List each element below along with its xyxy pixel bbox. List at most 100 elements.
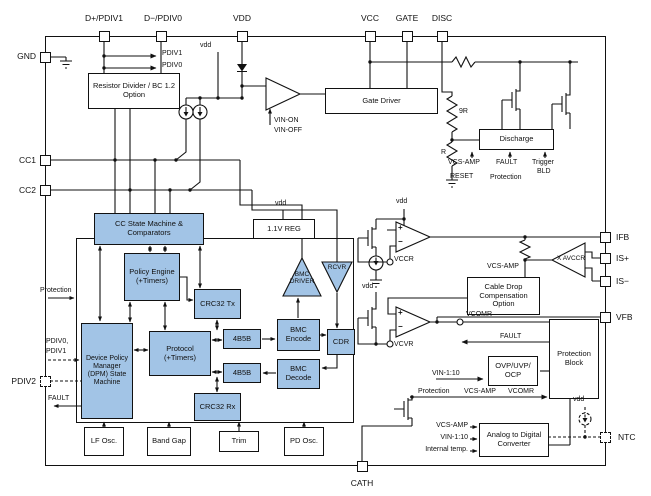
bmc-driver-label: BMC DRIVER (289, 271, 315, 286)
pin-cath (357, 461, 368, 472)
label-adc-int-temp: Internal temp. (425, 446, 468, 453)
block-cdr: CDR (327, 329, 355, 355)
pin-label-cc1: CC1 (18, 155, 36, 165)
block-band-gap: Band Gap (147, 427, 191, 456)
label-vcs-amp-sense: VCS-AMP (487, 263, 519, 270)
pin-label-gate: GATE (395, 13, 419, 23)
block-crc32-tx: CRC32 Tx (194, 289, 241, 319)
amp1-minus-label: − (398, 237, 403, 246)
block-dpm-state-machine: Device Policy Manager (DPM) State Machin… (81, 323, 133, 419)
label-pdiv0-in: PDIV0, (46, 338, 69, 345)
block-protection: Protection Block (549, 319, 599, 399)
pin-label-disc: DISC (431, 13, 453, 23)
block-bmc-decode: BMC Decode (277, 359, 320, 389)
label-vin-off: VIN-OFF (274, 127, 302, 134)
label-fault-mid: FAULT (500, 333, 522, 340)
label-vdd-amp2: vdd (362, 283, 374, 290)
vdd-diode-icon (237, 64, 247, 72)
label-fault-out: FAULT (48, 395, 70, 402)
label-vdd-top-left: vdd (200, 42, 212, 49)
label-9r: 9R (459, 108, 468, 115)
label-vccr: VCCR (394, 256, 414, 263)
label-vdd-ntc: vdd (573, 396, 585, 403)
label-discharge-bld: BLD (537, 168, 551, 175)
pin-label-ntc: NTC (618, 432, 636, 442)
label-pdiv0-tap: PDIV0 (162, 62, 183, 69)
current-sense-amp-triangle (550, 242, 586, 278)
label-discharge-trigger: Trigger (532, 159, 554, 166)
block-4b5b-decode: 4B5B (223, 363, 261, 383)
pin-label-ifb: IFB (616, 232, 630, 242)
label-bus-vcs-amp: VCS-AMP (464, 388, 496, 395)
pin-ntc (600, 432, 611, 443)
label-vin-div-ovp: VIN-1:10 (432, 370, 460, 377)
vcvr-opamp-triangle (395, 306, 432, 338)
block-bmc-encode: BMC Encode (277, 319, 320, 351)
pin-vdd (237, 31, 248, 42)
pin-d-plus-pdiv1 (99, 31, 110, 42)
block-protocol: Protocol (+Timers) (149, 331, 211, 376)
pin-label-gnd: GND (17, 51, 36, 61)
block-adc: Analog to Digital Converter (479, 423, 549, 457)
label-vdd-reg: vdd (275, 200, 287, 207)
block-gate-driver: Gate Driver (325, 88, 438, 114)
block-ovp-uvp-ocp: OVP/UVP/ OCP (488, 356, 538, 386)
vdd-comparator-triangle (265, 77, 302, 111)
pin-label-d-plus: D+/PDIV1 (84, 13, 124, 23)
rcvr-label: RCVR (327, 264, 347, 271)
pin-pdiv2 (40, 376, 51, 387)
label-pdiv1-in: PDIV1 (46, 348, 67, 355)
pin-gate (402, 31, 413, 42)
label-bus-protection: Protection (418, 388, 450, 395)
pin-gnd (40, 52, 51, 63)
label-protection-in: Protection (40, 287, 72, 294)
label-discharge-reset: RESET (450, 173, 474, 180)
amp1-plus-label: + (398, 223, 403, 232)
block-policy-engine: Policy Engine (+Timers) (124, 253, 180, 301)
pin-label-is-plus: IS+ (616, 253, 629, 263)
pin-label-d-minus: D−/PDIV0 (143, 13, 183, 23)
pin-is-plus (600, 253, 611, 264)
pin-label-cath: CATH (350, 478, 374, 488)
pin-cc1 (40, 155, 51, 166)
vccr-opamp-triangle (395, 221, 432, 253)
pin-label-cc2: CC2 (18, 185, 36, 195)
block-1v1-reg: 1.1V REG (253, 219, 315, 239)
pin-d-minus-pdiv0 (156, 31, 167, 42)
pin-label-is-minus: IS− (616, 276, 629, 286)
chip-boundary (45, 36, 606, 466)
block-pd-osc: PD Osc. (284, 427, 324, 456)
pin-ifb (600, 232, 611, 243)
label-vin-on: VIN-ON (274, 117, 299, 124)
label-discharge-vcs-amp: VCS-AMP (448, 159, 480, 166)
amp2-plus-label: + (398, 308, 403, 317)
pin-is-minus (600, 276, 611, 287)
label-discharge-fault: FAULT (496, 159, 518, 166)
bmc-driver-triangle (282, 256, 322, 297)
amp2-minus-label: − (398, 322, 403, 331)
pin-disc (437, 31, 448, 42)
pin-label-vfb: VFB (616, 312, 633, 322)
block-cc-state-machine: CC State Machine & Comparators (94, 213, 204, 245)
label-vdd-amp1: vdd (396, 198, 408, 205)
current-sense-gain-label: X AVCCR (556, 255, 586, 262)
label-adc-vcs-amp: VCS-AMP (436, 422, 468, 429)
label-vcomr: VCOMR (466, 311, 493, 318)
pin-label-vcc: VCC (361, 13, 379, 23)
block-cable-drop: Cable Drop Compensation Option (467, 277, 540, 315)
pin-vfb (600, 312, 611, 323)
block-discharge: Discharge (479, 129, 554, 150)
label-r: R (441, 149, 447, 156)
pin-label-vdd: VDD (233, 13, 251, 23)
pin-vcc (365, 31, 376, 42)
label-pdiv1-tap: PDIV1 (162, 50, 183, 57)
block-crc32-rx: CRC32 Rx (194, 393, 241, 421)
label-discharge-protection: Protection (490, 174, 522, 181)
label-vcvr: VCVR (394, 341, 414, 348)
block-lf-osc: LF Osc. (84, 427, 124, 456)
label-bus-vcomr: VCOMR (508, 388, 535, 395)
block-trim: Trim (219, 431, 259, 452)
pin-cc2 (40, 185, 51, 196)
